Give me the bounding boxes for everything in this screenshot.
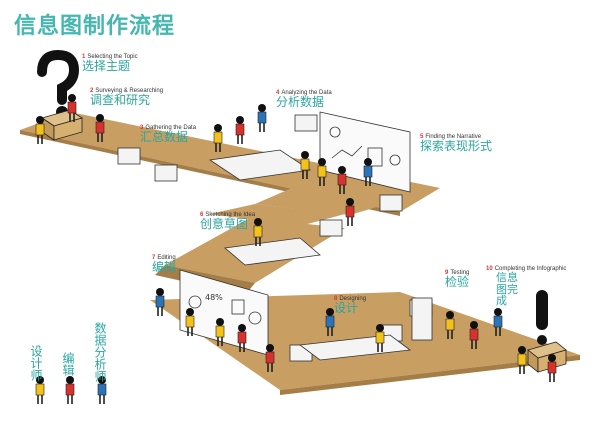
monitor <box>294 114 318 132</box>
step-number: 1 <box>82 54 86 60</box>
exclamation-mark-icon <box>536 290 548 345</box>
step-english-text: Sketching the Idea <box>205 212 256 218</box>
step-english-text: Surveying & Researching <box>95 88 164 94</box>
step-english-text: Analyzing the Data <box>281 90 332 96</box>
person-figure <box>95 114 105 142</box>
legend-label-2: 编辑 <box>61 352 75 376</box>
person-figure <box>337 166 347 194</box>
step-number: 9 <box>445 270 449 276</box>
step-number: 6 <box>200 212 204 218</box>
step-english-text: Selecting the Topic <box>87 54 138 60</box>
person-figure <box>155 288 165 316</box>
step-chinese-title: 调查和研究 <box>90 93 151 108</box>
legend-label-1: 设计师 <box>29 345 43 381</box>
person-figure <box>237 324 247 352</box>
step-english-text: Testing <box>450 270 470 276</box>
step-chinese-title: 创意草图 <box>200 217 249 232</box>
person-figure <box>445 311 455 339</box>
step-chinese-title: 选择主题 <box>82 59 131 74</box>
person-figure <box>493 308 503 336</box>
monitor <box>379 194 403 212</box>
step-english-text: Designing <box>339 296 367 302</box>
person-figure <box>547 354 557 382</box>
legend-label-3: 数据分析师 <box>93 322 107 382</box>
person-figure <box>317 158 327 186</box>
step-number: 3 <box>140 125 144 131</box>
monitor <box>117 147 141 165</box>
monitor <box>319 219 343 237</box>
step-english-text: Editing <box>157 255 176 261</box>
person-figure <box>67 94 77 122</box>
step-number: 10 <box>486 266 493 272</box>
person-figure <box>300 151 310 179</box>
sketch-table <box>224 237 321 266</box>
step-number: 4 <box>276 90 280 96</box>
monitor <box>154 164 178 182</box>
person-figure <box>325 308 335 336</box>
step-chinese-title: 汇总数据 <box>140 130 189 145</box>
person-figure <box>215 318 225 346</box>
page-title: 信息图制作流程 <box>14 14 176 39</box>
person-figure <box>185 308 195 336</box>
person-figure <box>253 218 263 246</box>
step-english-text: Completing the Infographic <box>494 266 567 272</box>
step-chinese-title: 信息图完成 <box>496 271 518 308</box>
person-figure <box>363 158 373 186</box>
person-figure <box>345 198 355 226</box>
person-figure <box>213 124 223 152</box>
person-figure <box>35 116 45 144</box>
person-figure <box>375 324 385 352</box>
workstations <box>117 114 433 362</box>
board-percent-text: 48% <box>205 293 223 302</box>
step-number: 5 <box>420 134 424 140</box>
person-figure <box>65 376 75 404</box>
person-figure <box>265 344 275 372</box>
person-figure <box>469 321 479 349</box>
step-number: 2 <box>90 88 94 94</box>
step-number: 7 <box>152 255 156 261</box>
shelf <box>411 297 433 341</box>
person-figure <box>235 116 245 144</box>
step-chinese-title: 探索表现形式 <box>420 139 493 154</box>
floor-segment-middle <box>210 204 345 226</box>
step-english-text: Finding the Narrative <box>425 134 482 140</box>
person-figure <box>517 346 527 374</box>
floor-edge-bottom <box>280 355 580 395</box>
step-chinese-title: 设计 <box>334 301 359 316</box>
person-figure <box>97 376 107 404</box>
people <box>35 94 557 404</box>
step-english-text: Gathering the Data <box>145 125 197 131</box>
step-chinese-title: 分析数据 <box>276 95 325 110</box>
step-number: 8 <box>334 296 338 302</box>
person-figure <box>35 376 45 404</box>
sheet-table <box>208 149 312 181</box>
person-figure <box>257 104 267 132</box>
step-chinese-title: 编辑 <box>152 260 177 275</box>
step-chinese-title: 检验 <box>445 275 470 290</box>
